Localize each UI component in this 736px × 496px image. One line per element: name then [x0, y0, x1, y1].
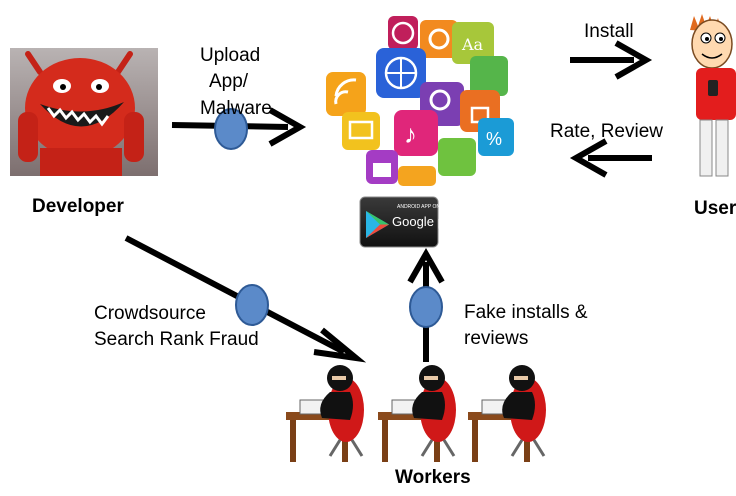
- svg-text:Aa: Aa: [461, 35, 484, 54]
- crowdsource-arrow: [124, 235, 367, 363]
- fake-installs-label-line1: Fake installs &: [464, 302, 588, 323]
- workers-group-icon: [286, 365, 546, 462]
- worker-icon: [378, 365, 456, 462]
- worker-icon: [468, 365, 546, 462]
- rate-review-label: Rate, Review: [550, 121, 663, 142]
- worker-icon: [286, 365, 364, 462]
- rate-review-arrow: [569, 138, 652, 178]
- upload-label-line2: App/: [209, 71, 249, 92]
- upload-label-line3: Malware: [200, 98, 272, 119]
- fake-installs-label-line2: reviews: [464, 328, 529, 349]
- workers-label: Workers: [395, 467, 471, 488]
- crowdsource-label-line2: Search Rank Fraud: [94, 329, 259, 350]
- svg-text:♪: ♪: [404, 119, 417, 149]
- install-label: Install: [584, 21, 634, 42]
- google-play-badge: ANDROID APP ON Google play: [359, 196, 462, 248]
- developer-robot-icon: [10, 48, 158, 176]
- user-cartoon-icon: [690, 14, 736, 177]
- crowdsource-marker: [235, 284, 269, 326]
- user-label: User: [694, 198, 736, 219]
- developer-label: Developer: [32, 196, 124, 217]
- crowdsource-label-line1: Crowdsource: [94, 303, 206, 324]
- install-arrow: [570, 40, 653, 80]
- fake-installs-marker: [409, 286, 443, 328]
- app-icons-cluster-icon: Aa % ♪: [326, 16, 514, 186]
- upload-marker: [214, 108, 248, 150]
- badge-small-text: ANDROID APP ON: [397, 204, 440, 210]
- svg-text:%: %: [486, 129, 502, 149]
- upload-label-line1: Upload: [200, 45, 261, 66]
- badge-brand-text: Google play: [392, 214, 462, 229]
